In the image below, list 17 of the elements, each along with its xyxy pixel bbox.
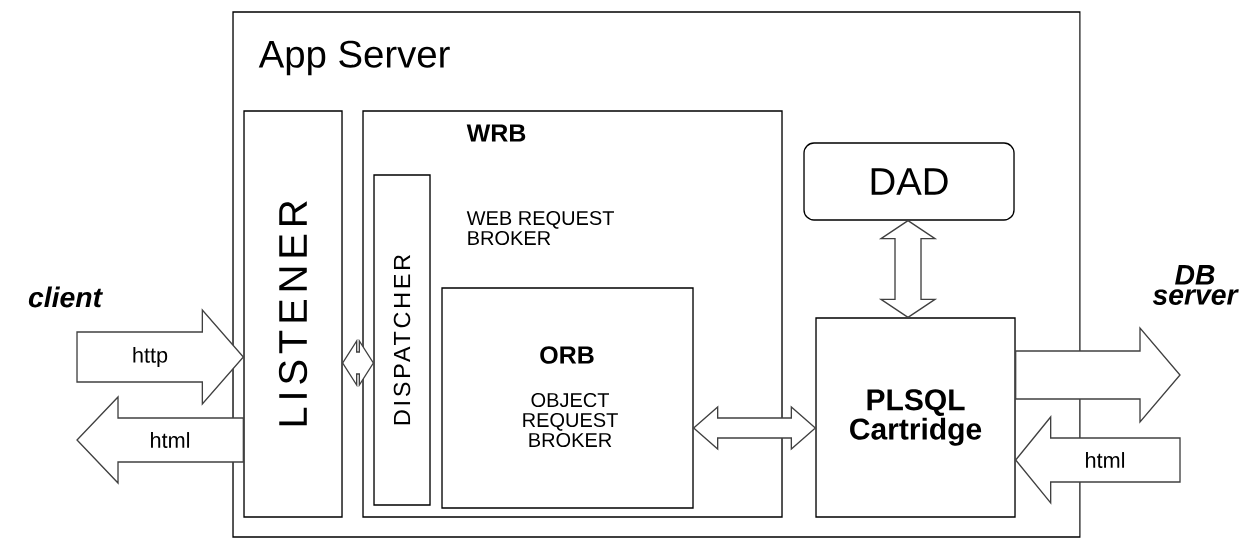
- block-arrow: [878, 219, 938, 319]
- block-arrow: [692, 405, 817, 451]
- block-arrow: [76, 308, 245, 406]
- side-label: DB server: [1152, 265, 1239, 305]
- edge-label: http: [130, 345, 170, 369]
- block-arrow: [341, 338, 375, 388]
- dispatcher-box: DISPATCHER: [373, 174, 431, 506]
- block-arrow: [1015, 326, 1181, 424]
- edge-label: html: [147, 430, 193, 450]
- edge-label: html: [1082, 450, 1128, 470]
- block-arrow: [1014, 415, 1181, 505]
- broker-box: ORB OBJECT REQUEST BROKER: [441, 287, 694, 509]
- cartridge-box: PLSQL Cartridge: [815, 317, 1016, 518]
- block-arrow: [76, 395, 244, 485]
- dad-box: DAD: [803, 142, 1015, 221]
- side-label: client: [28, 286, 103, 308]
- listener-box: LISTENER: [243, 110, 343, 518]
